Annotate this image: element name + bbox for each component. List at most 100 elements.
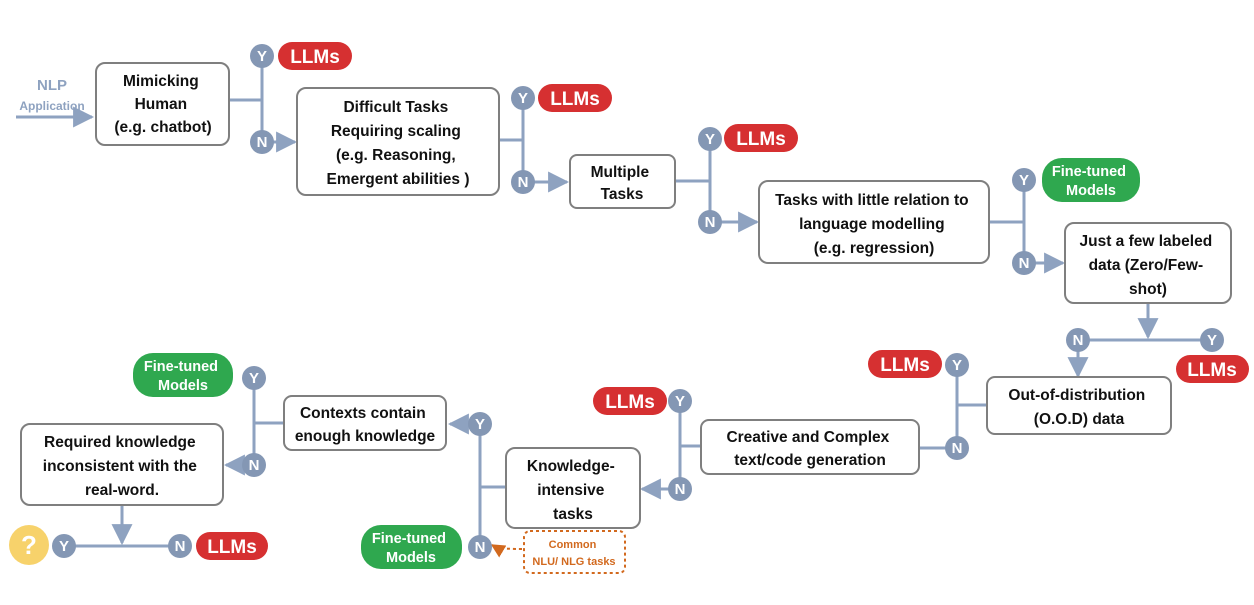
svg-text:Y: Y: [518, 90, 528, 107]
no-circle: N: [1066, 328, 1090, 352]
box-ood: Out-of-distribution (O.O.D) data: [986, 376, 1172, 435]
box-knowledge: Knowledge- intensive tasks: [505, 447, 641, 529]
box-multiple: Multiple Tasks: [569, 154, 676, 209]
difficult-line-3: (e.g. Reasoning,: [336, 147, 456, 164]
svg-text:N: N: [952, 440, 963, 457]
svg-text:Difficult Tasks Requirin: Difficult Tasks Requiring scaling (e.g. …: [327, 99, 470, 188]
mimic-line-1: Mimicking: [123, 73, 199, 90]
knowledge-line-3: tasks: [553, 506, 593, 523]
llms-badge: LLMs: [868, 350, 942, 378]
box-creative: Creative and Complex text/code generatio…: [700, 419, 920, 475]
box-difficult: Difficult Tasks Requiring scaling (e.g. …: [296, 87, 500, 196]
input-label-line-2: Application: [19, 99, 84, 113]
yes-circle: Y: [250, 44, 274, 68]
no-circle: N: [511, 170, 535, 194]
svg-text:Y: Y: [952, 357, 962, 374]
note-line-2: NLU/ NLG tasks: [532, 556, 615, 568]
box-little-relation: Tasks with little relation to language m…: [758, 180, 990, 264]
yes-circle: Y: [468, 412, 492, 436]
knowledge-line-1: Knowledge-: [527, 458, 615, 475]
svg-text:Y: Y: [59, 538, 69, 555]
yes-circle: Y: [1012, 168, 1036, 192]
svg-text:Y: Y: [705, 131, 715, 148]
no-circle: N: [945, 436, 969, 460]
svg-text:N: N: [175, 538, 186, 555]
llms-badge: LLMs: [724, 124, 798, 152]
llms-badge: LLMs: [538, 84, 612, 112]
ood-line-1: Out-of-distribution: [1008, 387, 1145, 404]
input-label: NLP Application: [19, 77, 84, 113]
fewshot-line-3: shot): [1129, 281, 1167, 298]
question-icon: ?: [9, 525, 49, 565]
svg-text:N: N: [1073, 332, 1084, 349]
no-circle: N: [242, 453, 266, 477]
svg-text:N: N: [518, 174, 529, 191]
difficult-line-1: Difficult Tasks: [343, 99, 448, 116]
creative-line-1: Creative and Complex: [726, 429, 889, 446]
multiple-line-1: Multiple: [591, 164, 650, 181]
box-required: Required knowledge inconsistent with the…: [20, 423, 224, 506]
little-line-2: language modelling: [799, 216, 945, 233]
yes-circle: Y: [945, 353, 969, 377]
no-circle: N: [250, 130, 274, 154]
connectors: [16, 56, 1212, 548]
knowledge-line-2: intensive: [537, 482, 605, 499]
svg-text:LLMs: LLMs: [736, 129, 786, 150]
no-circle: N: [668, 477, 692, 501]
note-line-1: Common: [549, 539, 597, 551]
finetuned-badge: Fine-tuned Models: [1042, 158, 1140, 202]
yes-circle: Y: [698, 127, 722, 151]
svg-text:Y: Y: [257, 48, 267, 65]
llms-badge: LLMs: [278, 42, 352, 70]
finetuned-badge: Fine-tuned Models: [361, 525, 462, 569]
yn-circles: Y N Y N Y N Y N N Y Y N Y N Y N Y N Y N: [52, 44, 1224, 559]
no-circle: N: [468, 535, 492, 559]
fewshot-line-1: Just a few labeled: [1080, 233, 1213, 250]
svg-text:Fine-tuned Models: Fine-tuned Models: [1052, 164, 1130, 199]
svg-text:Y: Y: [249, 370, 259, 387]
yes-circle: Y: [52, 534, 76, 558]
box-fewshot: Just a few labeled data (Zero/Few- shot): [1064, 222, 1232, 304]
difficult-line-4: Emergent abilities ): [327, 171, 470, 188]
svg-text:N: N: [705, 214, 716, 231]
finetuned-badge: Fine-tuned Models: [133, 353, 233, 397]
no-circle: N: [698, 210, 722, 234]
svg-text:LLMs: LLMs: [207, 537, 257, 558]
svg-text:Contexts contain enough: Contexts contain enough knowledge: [295, 405, 436, 445]
no-circle: N: [1012, 251, 1036, 275]
svg-text:Y: Y: [1207, 332, 1217, 349]
mimic-line-2: Human: [135, 96, 188, 113]
difficult-line-2: Requiring scaling: [331, 123, 461, 140]
multiple-line-2: Tasks: [601, 186, 644, 203]
no-circle: N: [168, 534, 192, 558]
llms-badge: LLMs: [196, 532, 268, 560]
svg-text:LLMs: LLMs: [880, 355, 930, 376]
svg-text:Out-of-distribution (O.O: Out-of-distribution (O.O.D) data: [1008, 387, 1149, 428]
yes-circle: Y: [242, 366, 266, 390]
svg-text:LLMs: LLMs: [605, 392, 655, 413]
required-line-3: real-word.: [85, 482, 159, 499]
svg-text:N: N: [249, 457, 260, 474]
input-label-line-1: NLP: [37, 77, 67, 94]
outcome-badges: LLMs LLMs LLMs LLMs LLMs LLMs LLMs Fine-…: [9, 42, 1249, 569]
required-line-1: Required knowledge: [44, 434, 196, 451]
svg-text:LLMs: LLMs: [290, 47, 340, 68]
mimic-line-3: (e.g. chatbot): [114, 119, 211, 136]
ood-line-2: (O.O.D) data: [1034, 411, 1125, 428]
fewshot-line-2: data (Zero/Few-: [1089, 257, 1204, 274]
box-contexts: Contexts contain enough knowledge: [283, 395, 447, 451]
svg-text:N: N: [475, 539, 486, 556]
svg-text:Mimicking Human (e: Mimicking Human (e.g. chatbot): [114, 73, 211, 136]
llms-badge: LLMs: [1176, 355, 1249, 383]
svg-text:Y: Y: [475, 416, 485, 433]
svg-text:Knowledge- intensive: Knowledge- intensive tasks: [527, 458, 619, 523]
note-arrow: [490, 544, 523, 558]
svg-text:?: ?: [21, 530, 37, 560]
svg-text:Creative and Complex tex: Creative and Complex text/code generatio…: [726, 429, 893, 469]
svg-text:LLMs: LLMs: [1187, 360, 1237, 381]
creative-line-2: text/code generation: [734, 452, 886, 469]
little-line-1: Tasks with little relation to: [775, 192, 969, 209]
required-line-2: inconsistent with the: [43, 458, 198, 475]
svg-text:Fine-tuned Models: Fine-tuned Models: [372, 531, 450, 566]
